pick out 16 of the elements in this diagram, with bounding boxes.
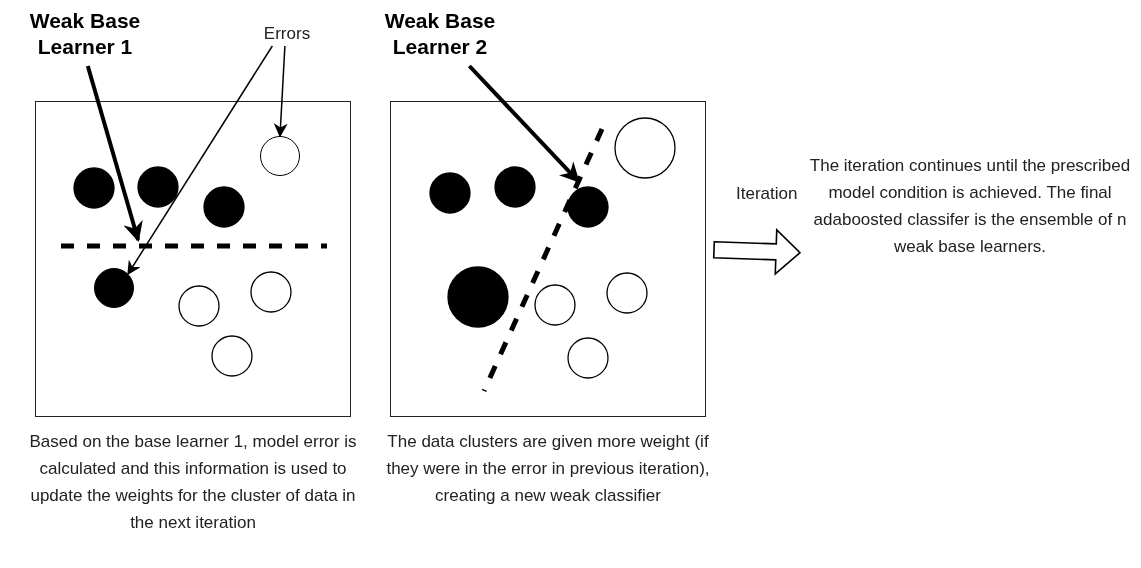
description-text: The iteration continues until the prescribed model condition is achieved. The final adaboosted classifer is the ensemble of n weak base learners.	[808, 155, 1132, 258]
data-point	[260, 136, 300, 176]
decision-boundary	[484, 129, 602, 391]
arrow	[85, 65, 143, 242]
plot-panel	[390, 101, 706, 417]
arrow	[127, 45, 274, 276]
learner-title: Weak Base Learner 1	[28, 8, 142, 60]
arrow	[467, 64, 580, 183]
block-arrow	[712, 228, 802, 276]
data-point	[94, 268, 134, 308]
learner-title: Weak Base Learner 2	[383, 8, 497, 60]
arrow	[273, 45, 288, 138]
caption-text: Based on the base learner 1, model error is calculated and this information is used to update the weights for the cluster of data in the next iteration	[28, 431, 358, 534]
plot-panel	[35, 101, 351, 417]
callout-text: Errors	[262, 23, 312, 45]
caption-text: The data clusters are given more weight (if they were in the error in previous iteration), creating a new weak classifier	[385, 431, 711, 507]
